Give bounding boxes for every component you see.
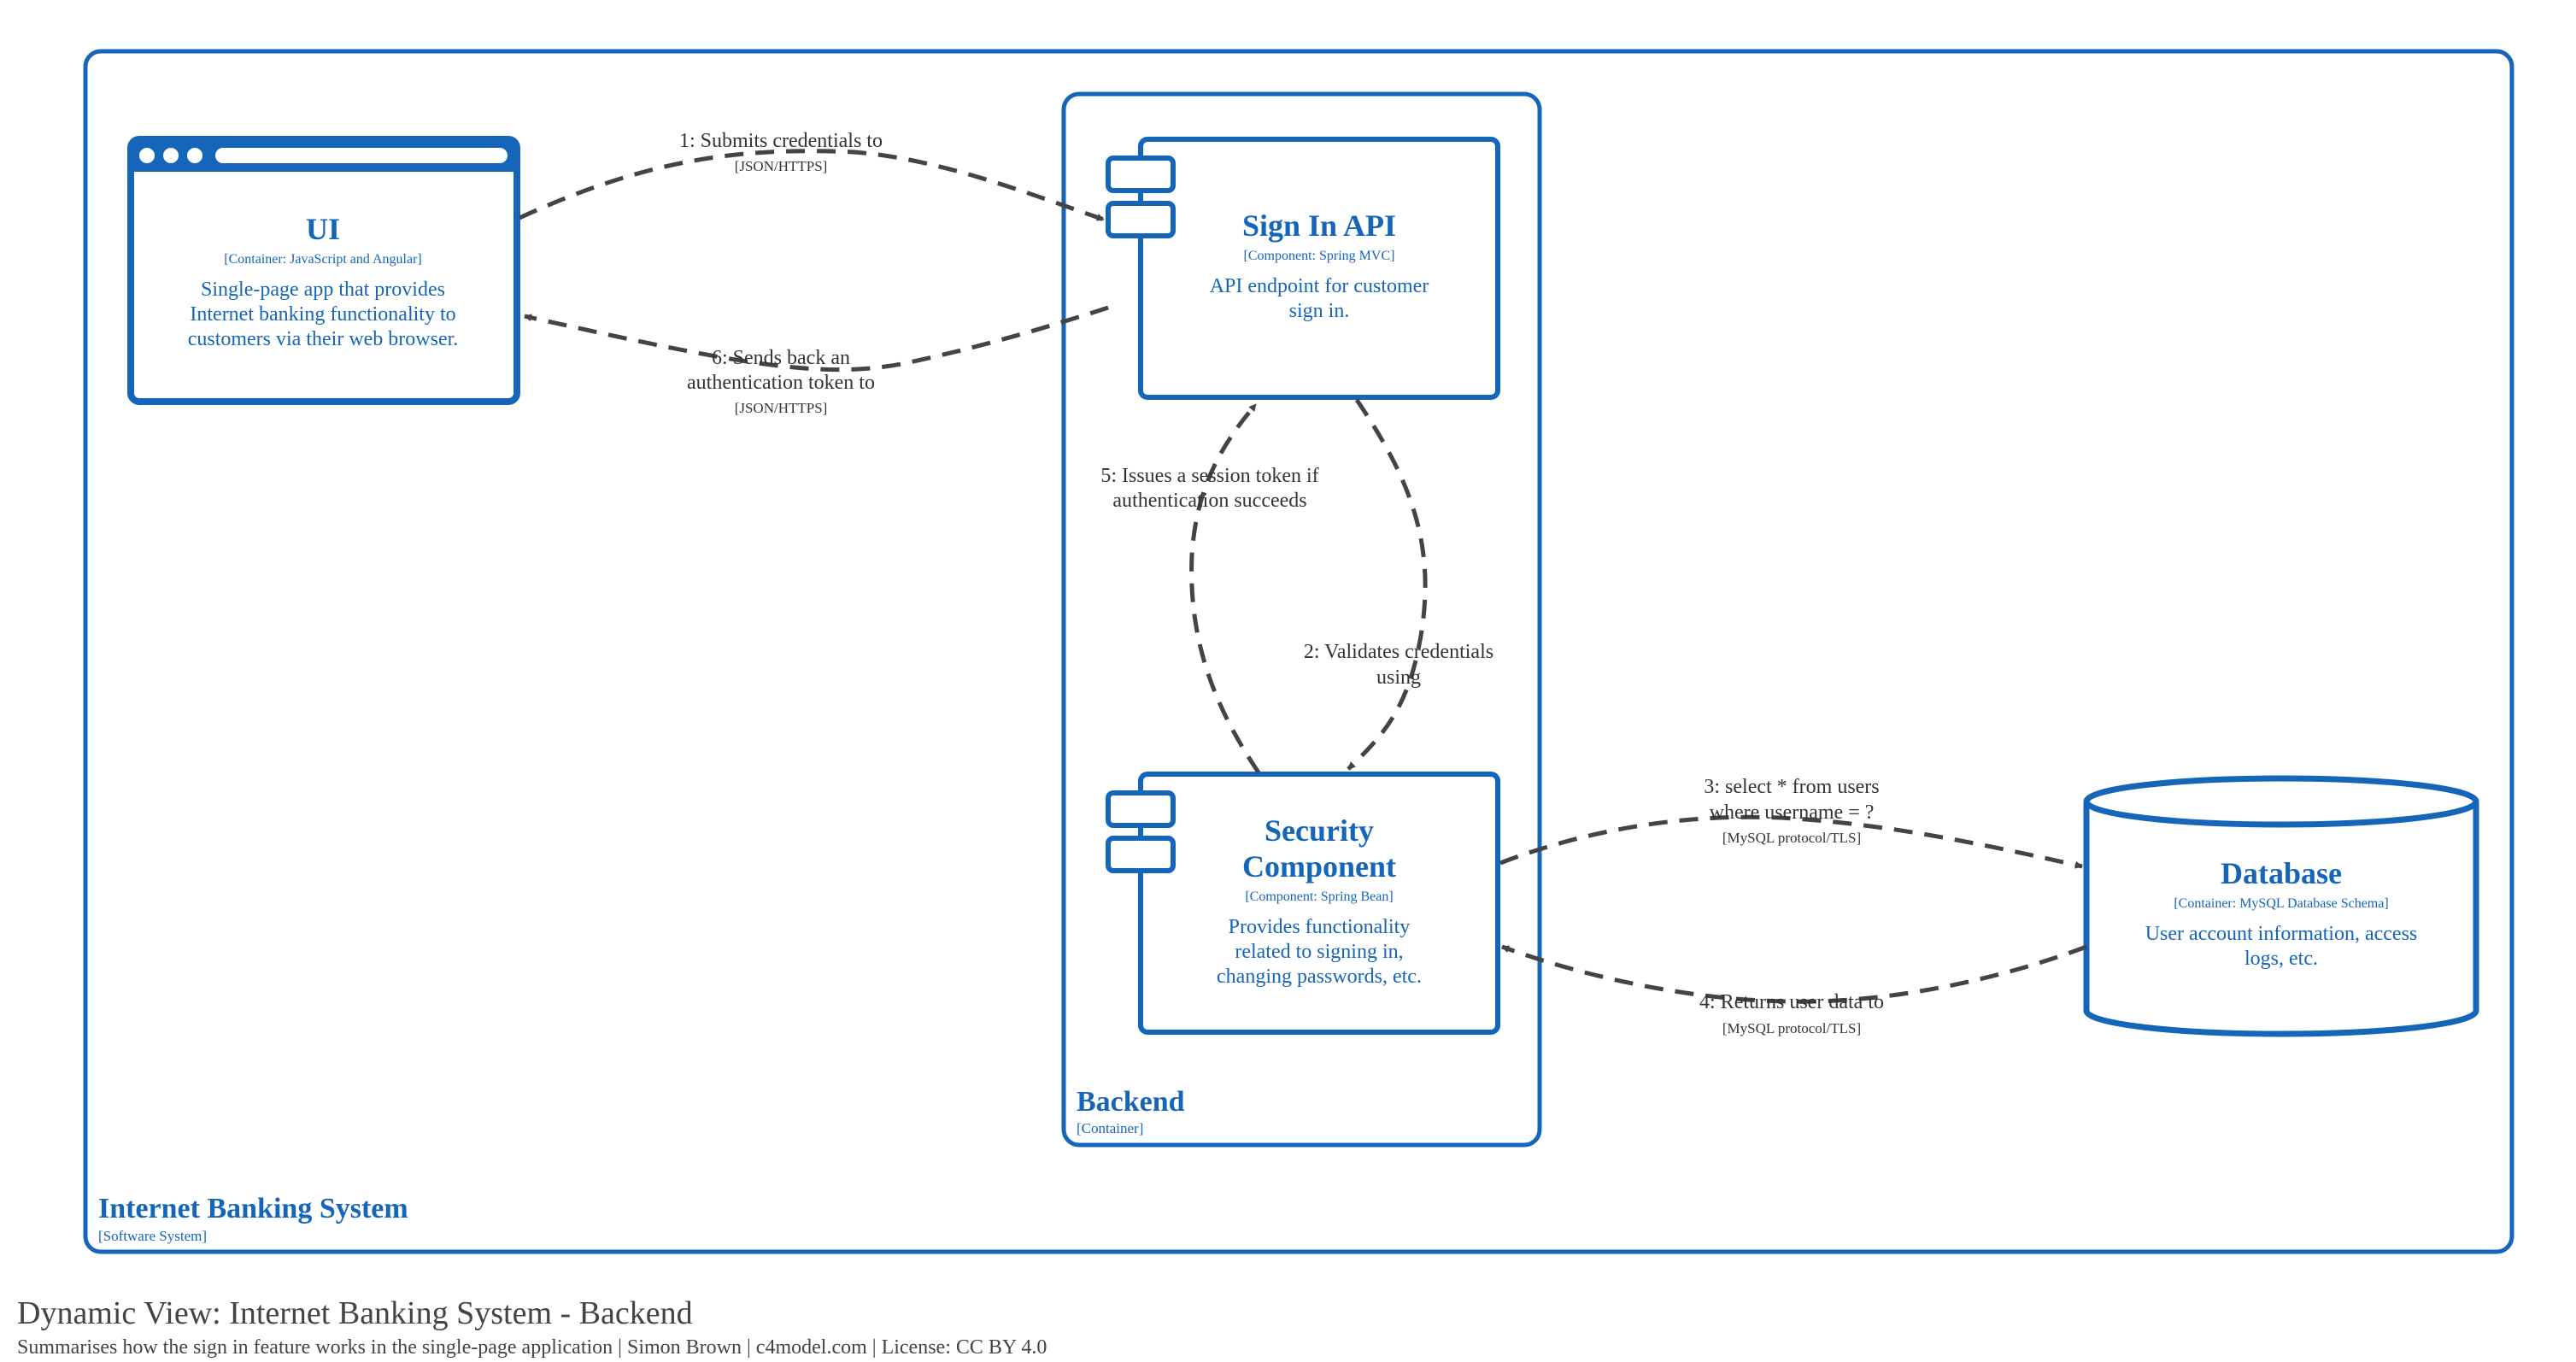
relationship-label-r2: 2: Validates credentials using xyxy=(1304,641,1493,689)
relationship-arrows xyxy=(518,149,2087,1004)
relationship-label-r6: 6: Sends back an authentication token to… xyxy=(687,347,875,416)
relationship-label-line: authentication succeeds xyxy=(1112,490,1306,512)
backend-boundary-name: Backend xyxy=(1077,1086,1185,1118)
backend-boundary: Backend [Container] xyxy=(1061,91,1542,1148)
relationship-label-line: 4: Returns user data to xyxy=(1699,991,1884,1013)
backend-boundary-type: [Container] xyxy=(1077,1120,1143,1136)
sign-in-api-desc-line: API endpoint for customer xyxy=(1210,275,1429,297)
ui-desc-line: Internet banking functionality to xyxy=(190,303,455,326)
component-tab-icon xyxy=(1106,836,1176,873)
relationship-tech: [JSON/HTTPS] xyxy=(735,158,828,174)
arrow-r6 xyxy=(524,305,1109,373)
system-boundary: Internet Banking System [Software System… xyxy=(83,49,2514,1254)
arrow-r5 xyxy=(1189,402,1261,774)
relationship-label-r4: 4: Returns user data to [MySQL protocol/… xyxy=(1699,991,1884,1036)
relationship-tech: [MySQL protocol/TLS] xyxy=(1722,1020,1861,1036)
browser-dot-icon xyxy=(187,148,202,163)
ui-tech: [Container: JavaScript and Angular] xyxy=(224,252,422,267)
arrow-r3 xyxy=(1499,814,2083,869)
relationship-label-line: 6: Sends back an xyxy=(712,347,850,369)
relationship-label-line: 3: select * from users xyxy=(1704,776,1879,798)
component-tab-icon xyxy=(1106,156,1176,193)
browser-dot-icon xyxy=(163,148,179,163)
system-boundary-type: [Software System] xyxy=(98,1228,207,1244)
security-component-desc-line: Provides functionality xyxy=(1229,916,1411,938)
relationship-label-line: authentication token to xyxy=(687,372,875,394)
relationship-label-r1: 1: Submits credentials to [JSON/HTTPS] xyxy=(679,130,883,174)
database-name: Database xyxy=(2221,856,2342,890)
sign-in-api-component[interactable]: Sign In API [Component: Spring MVC] API … xyxy=(1106,137,1500,400)
database-tech: [Container: MySQL Database Schema] xyxy=(2174,896,2388,911)
security-component-name: Component xyxy=(1242,849,1396,884)
security-component-desc-line: changing passwords, etc. xyxy=(1217,966,1422,988)
security-component-name: Security xyxy=(1265,813,1374,848)
sign-in-api-tech: [Component: Spring MVC] xyxy=(1244,249,1395,263)
diagram-title: Dynamic View: Internet Banking System - … xyxy=(17,1295,693,1331)
security-component-desc-line: related to signing in, xyxy=(1235,941,1403,963)
relationship-label-line: using xyxy=(1376,666,1421,689)
sign-in-api-desc-line: sign in. xyxy=(1289,300,1350,322)
ui-desc-line: customers via their web browser. xyxy=(188,328,459,350)
relationship-label-line: 1: Submits credentials to xyxy=(679,130,883,152)
relationship-label-r3: 3: select * from users where username = … xyxy=(1704,776,1879,846)
ui-name: UI xyxy=(306,212,340,246)
arrow-r2 xyxy=(1347,398,1428,771)
system-boundary-name: Internet Banking System xyxy=(98,1193,408,1224)
database-desc-line: logs, etc. xyxy=(2244,948,2318,970)
sign-in-api-name: Sign In API xyxy=(1242,208,1396,243)
relationship-label-r5: 5: Issues a session token if authenticat… xyxy=(1100,465,1318,512)
database-desc-line: User account information, access xyxy=(2145,923,2418,945)
ui-container[interactable]: UI [Container: JavaScript and Angular] S… xyxy=(127,136,520,405)
relationship-tech: [JSON/HTTPS] xyxy=(735,400,828,416)
browser-address-bar xyxy=(215,148,508,163)
diagram-subtitle: Summarises how the sign in feature works… xyxy=(17,1336,1047,1359)
security-component[interactable]: Security Component [Component: Spring Be… xyxy=(1106,772,1500,1035)
component-tab-icon xyxy=(1106,790,1176,828)
database-container[interactable]: Database [Container: MySQL Database Sche… xyxy=(2083,775,2479,1037)
component-tab-icon xyxy=(1106,201,1176,238)
browser-dot-icon xyxy=(139,148,155,163)
security-component-tech: [Component: Spring Bean] xyxy=(1245,889,1393,904)
relationship-label-line: where username = ? xyxy=(1710,801,1875,824)
relationship-label-line: 2: Validates credentials xyxy=(1304,641,1493,663)
relationship-label-line: 5: Issues a session token if xyxy=(1100,465,1318,487)
arrow-r4 xyxy=(1501,944,2087,1004)
ui-desc-line: Single-page app that provides xyxy=(201,279,445,301)
relationship-tech: [MySQL protocol/TLS] xyxy=(1722,830,1861,846)
